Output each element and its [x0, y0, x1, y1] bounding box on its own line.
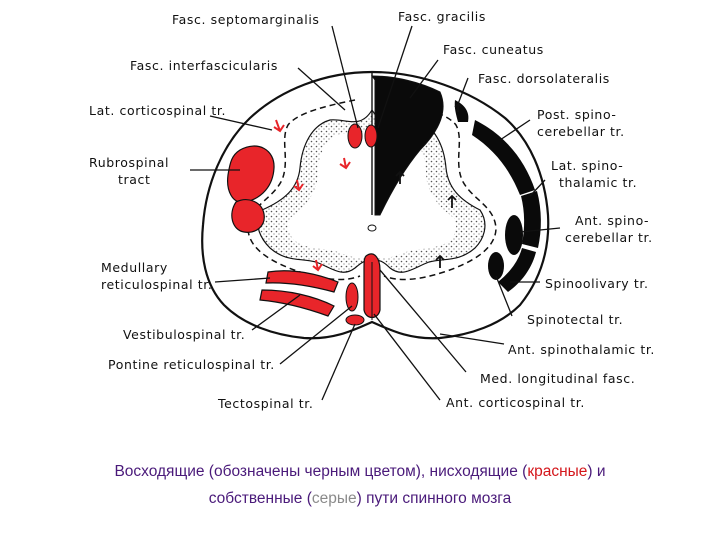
caption-line-2: собственные (серые) пути спинного мозга — [0, 485, 720, 512]
label-fasc-interfascicularis: Fasc. interfascicularis — [130, 58, 278, 73]
red-arrow-icon — [339, 157, 351, 170]
label-fasc-gracilis: Fasc. gracilis — [398, 9, 486, 24]
label-fasc-cuneatus: Fasc. cuneatus — [443, 42, 544, 57]
medullary-reticulospinal-red — [265, 270, 339, 293]
lat-corticospinal-red — [231, 199, 265, 233]
caption-text: ) и — [587, 463, 606, 480]
fasc-cuneatus-gracilis-black — [370, 75, 444, 216]
black-arrow-icon — [447, 194, 457, 208]
figure-caption: Восходящие (обозначены черным цветом), н… — [0, 458, 720, 512]
ant-spinocerebellar-black — [505, 215, 523, 255]
label-tectospinal: Tectospinal tr. — [217, 396, 313, 411]
label-ant-corticospinal: Ant. corticospinal tr. — [446, 395, 585, 410]
label-lat-corticospinal: Lat. corticospinal tr. — [89, 103, 226, 118]
label-rubrospinal-2: tract — [118, 172, 150, 187]
red-arrow-icon — [312, 259, 323, 272]
black-arrow-icon — [435, 254, 445, 268]
label-spinotectal: Spinotectal tr. — [527, 312, 623, 327]
label-medullary-reticulospinal-2: reticulospinal tr. — [101, 277, 212, 292]
black-arrow-icon — [395, 170, 405, 184]
caption-text: Восходящие (обозначены черным цветом), н… — [114, 463, 528, 480]
red-arrow-icon — [273, 119, 285, 133]
label-ant-spinothalamic: Ant. spinothalamic tr. — [508, 342, 655, 357]
label-fasc-septomarginalis: Fasc. septomarginalis — [172, 12, 320, 27]
label-lat-spinothalamic-2: thalamic tr. — [559, 175, 637, 190]
label-rubrospinal-1: Rubrospinal — [89, 155, 169, 170]
label-spinoolivary: Spinoolivary tr. — [545, 276, 649, 291]
label-post-spinocerebellar-1: Post. spino- — [537, 107, 617, 122]
central-canal — [367, 224, 377, 232]
leader-lines — [190, 25, 561, 401]
spinoolivary-black — [498, 248, 536, 292]
label-pontine-reticulospinal: Pontine reticulospinal tr. — [108, 357, 275, 372]
label-post-spinocerebellar-2: cerebellar tr. — [537, 124, 625, 139]
label-ant-spinocerebellar-1: Ant. spino- — [575, 213, 649, 228]
red-arrow-icon — [293, 179, 304, 192]
label-fasc-dorsolateralis: Fasc. dorsolateralis — [478, 71, 610, 86]
caption-line-1: Восходящие (обозначены черным цветом), н… — [0, 458, 720, 485]
tectospinal-red — [345, 314, 365, 326]
label-ant-spinocerebellar-2: cerebellar tr. — [565, 230, 653, 245]
caption-text: ) пути спинного мозга — [356, 490, 512, 507]
caption-grey-word: серые — [311, 490, 357, 507]
gracilis-red — [364, 124, 378, 148]
label-med-longitudinal: Med. longitudinal fasc. — [480, 371, 635, 386]
spinotectal-black — [488, 252, 504, 280]
septomarginal-red — [347, 123, 363, 149]
post-spinocerebellar-black — [472, 120, 535, 195]
label-lat-spinothalamic-1: Lat. spino- — [551, 158, 623, 173]
caption-text: собственные ( — [208, 490, 312, 507]
proper-fasciculus-boundary-right — [383, 99, 497, 281]
pontine-reticulospinal-red — [345, 282, 359, 312]
label-medullary-reticulospinal-1: Medullary — [101, 260, 168, 275]
label-vestibulospinal: Vestibulospinal tr. — [123, 327, 245, 342]
caption-red-word: красные — [527, 463, 588, 480]
lat-spinothalamic-black — [521, 191, 541, 248]
vestibulospinal-red — [259, 289, 335, 317]
